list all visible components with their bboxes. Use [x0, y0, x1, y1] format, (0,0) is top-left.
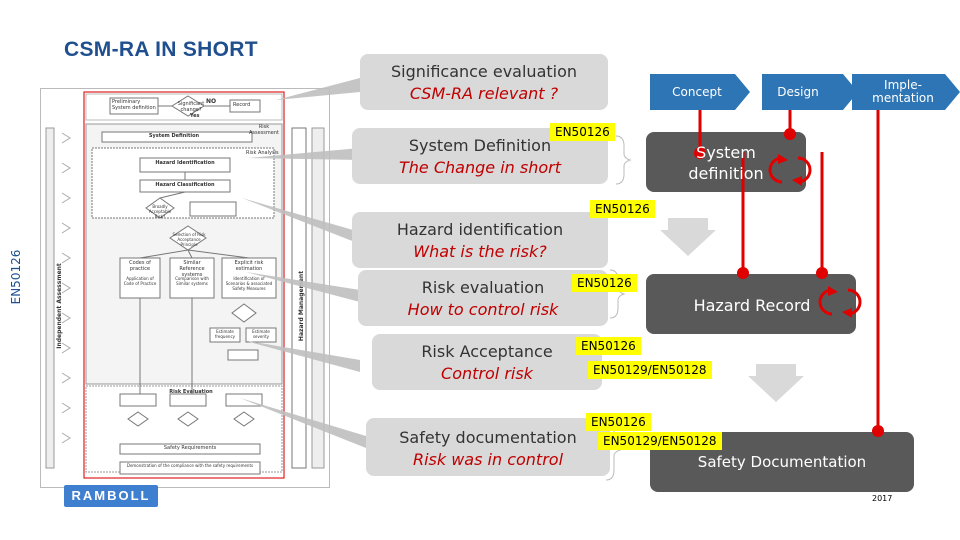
- step-hazard-identification: Hazard identification What is the risk?: [352, 212, 608, 268]
- step-system-definition-title: System Definition: [408, 136, 552, 155]
- step-significance-title: Significance evaluation: [390, 62, 578, 81]
- step-risk-evaluation: Risk evaluation How to control risk: [358, 270, 608, 326]
- step-safety-documentation: Safety documentation Risk was in control: [366, 418, 610, 476]
- fc-codes-of-practice: [119, 257, 161, 299]
- left-arrow-column: [45, 127, 55, 469]
- fc-severity-label: Estimate severity: [252, 329, 270, 339]
- hazard-record-label: Hazard Record: [693, 296, 811, 315]
- process-flowchart: [40, 88, 330, 488]
- step-risk-evaluation-title: Risk evaluation: [421, 278, 545, 297]
- hazard-record-block: [646, 274, 856, 334]
- fc-significant: [171, 95, 205, 117]
- page-title: CSM-RA IN SHORT: [64, 38, 258, 61]
- fc-similar-systems: [169, 257, 215, 299]
- fc-safety-requirements-label: Safety Requirements: [163, 445, 217, 451]
- phase-design-label: Design: [777, 84, 819, 99]
- fc-record-label: Record: [233, 102, 251, 108]
- fc-select-principle-label: Selection of Risk Acceptance Principle: [172, 232, 206, 247]
- fc-system-definition: [101, 131, 253, 143]
- fc-explicit-label: Explicit risk estimation: [234, 260, 264, 272]
- step-hazard-identification-question: What is the risk?: [413, 242, 547, 261]
- step-hazard-identification-title: Hazard identification: [396, 220, 564, 239]
- year-label: 2017: [872, 494, 893, 503]
- hazard-management-bar: [291, 127, 307, 469]
- tag-en50129-1: EN50129/EN50128: [588, 361, 712, 379]
- step-system-definition-question: The Change in short: [399, 158, 561, 177]
- fc-risk-assessment-label: Risk Assessment: [249, 124, 279, 136]
- fc-comparison-label: Comparison with Similar systems: [175, 276, 209, 286]
- step-safety-documentation-question: Risk was in control: [412, 450, 564, 469]
- phase-arrow-implementation: [852, 74, 960, 110]
- phase-concept-label: Concept: [672, 84, 722, 99]
- fc-codes-label: Codes of practice: [129, 260, 151, 272]
- phase-arrow-design: [762, 74, 858, 110]
- fc-system-definition-label: System Definition: [148, 133, 200, 139]
- fc-preliminary-label: Preliminary System definition: [112, 99, 156, 111]
- fc-broadly-acceptable: [145, 197, 175, 219]
- step-risk-acceptance-question: Control risk: [441, 364, 533, 383]
- fc-risk-analysis-label: Risk Analysis: [246, 150, 279, 156]
- tag-en50126-2: EN50126: [590, 200, 655, 218]
- tag-en50129-2: EN50129/EN50128: [598, 432, 722, 450]
- cycle-icon-system: [768, 156, 812, 184]
- fc-frequency-label: Estimate frequency: [214, 329, 236, 339]
- cycle-icon-hazard: [818, 288, 862, 316]
- fc-application-label: Application of Code of Practice: [123, 276, 157, 286]
- red-frame: [83, 91, 285, 479]
- tag-en50126-5: EN50126: [586, 413, 651, 431]
- step-safety-documentation-title: Safety documentation: [399, 428, 577, 447]
- system-definition-label: System definition: [688, 143, 764, 183]
- phase-arrow-concept: [650, 74, 750, 110]
- step-risk-acceptance-title: Risk Acceptance: [421, 342, 553, 361]
- step-risk-acceptance: Risk Acceptance Control risk: [372, 334, 602, 390]
- fc-scenarios-label: Identification of Scenarios & associated…: [225, 276, 273, 291]
- fc-hazard-identification-label: Hazard Identification: [155, 160, 215, 166]
- fc-risk-evaluation-label: Risk Evaluation: [169, 389, 213, 395]
- tag-en50126-3: EN50126: [572, 274, 637, 292]
- fc-yes-label: Yes: [190, 113, 200, 119]
- fc-safety-requirements: [119, 443, 261, 455]
- fc-broadly-acceptable-label: Broadly Acceptable Risk?: [148, 204, 172, 219]
- tag-en50126-1: EN50126: [550, 123, 615, 141]
- system-definition-block: [646, 132, 806, 192]
- fc-significant-label: Significant change?: [177, 101, 205, 113]
- fc-demonstration-label: Demonstration of the compliance with the…: [126, 463, 254, 468]
- down-arrow-2: [748, 364, 804, 402]
- phase-implementation-label: Imple-mentation: [872, 78, 934, 105]
- fc-demonstration: [119, 461, 261, 475]
- fc-no-label: NO: [206, 98, 217, 105]
- fc-hazard-classification-label: Hazard Classification: [155, 182, 215, 188]
- safety-documentation-label: Safety Documentation: [697, 453, 867, 471]
- tag-en50126-4: EN50126: [576, 337, 641, 355]
- down-arrow-1: [660, 218, 716, 256]
- fc-similar-label: Similar Reference systems: [179, 260, 205, 278]
- ramboll-logo: RAMBOLL: [64, 485, 158, 507]
- step-significance: Significance evaluation CSM-RA relevant …: [360, 54, 608, 110]
- step-significance-question: CSM-RA relevant ?: [409, 84, 559, 103]
- step-risk-evaluation-question: How to control risk: [407, 300, 559, 319]
